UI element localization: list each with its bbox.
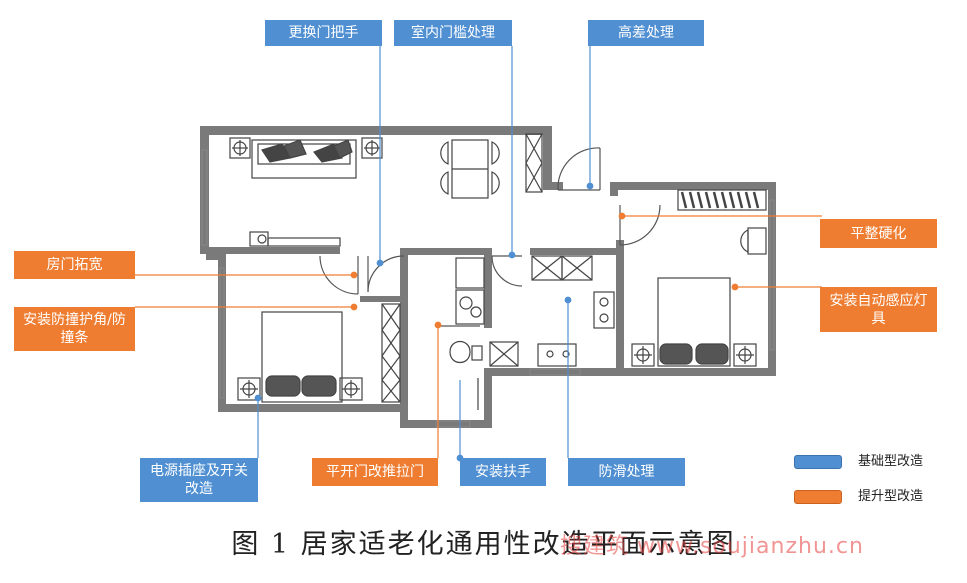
doors bbox=[319, 147, 661, 327]
callout-socket-switch: 电源插座及开关改造 bbox=[140, 458, 258, 502]
callout-door-widen: 房门拓宽 bbox=[14, 251, 135, 279]
legend-label-upgrade: 提升型改造 bbox=[858, 489, 924, 504]
callout-sensor-light: 安装自动感应灯具 bbox=[820, 287, 937, 332]
leader-lines-upgrade bbox=[135, 212, 822, 458]
living-room-furniture bbox=[229, 133, 543, 247]
legend-label-basic: 基础型改造 bbox=[858, 454, 924, 469]
bathroom-fixtures bbox=[449, 257, 485, 410]
legend-swatch-basic bbox=[794, 455, 842, 469]
callout-flatten-harden: 平整硬化 bbox=[820, 219, 937, 248]
callout-threshold: 室内门槛处理 bbox=[394, 20, 512, 46]
callout-level-diff: 高差处理 bbox=[588, 20, 704, 46]
callout-anti-slip: 防滑处理 bbox=[568, 458, 685, 486]
walls bbox=[200, 126, 776, 428]
legend-swatch-upgrade bbox=[794, 490, 842, 504]
right-bedroom-furniture bbox=[631, 189, 767, 367]
windows bbox=[201, 149, 775, 428]
callout-handle: 更换门把手 bbox=[265, 20, 382, 46]
callout-anti-collision: 安装防撞护角/防撞条 bbox=[14, 307, 135, 351]
watermark: 搜建筑 www.soujianzhu.cn bbox=[560, 534, 864, 559]
figure-caption: 图 1 居家适老化通用性改造平面示意图 bbox=[231, 529, 736, 560]
callout-sliding-door: 平开门改推拉门 bbox=[312, 458, 438, 486]
callout-grab-bar: 安装扶手 bbox=[460, 458, 546, 486]
kitchen-fixtures bbox=[489, 255, 615, 367]
left-bedroom-furniture bbox=[237, 303, 401, 403]
